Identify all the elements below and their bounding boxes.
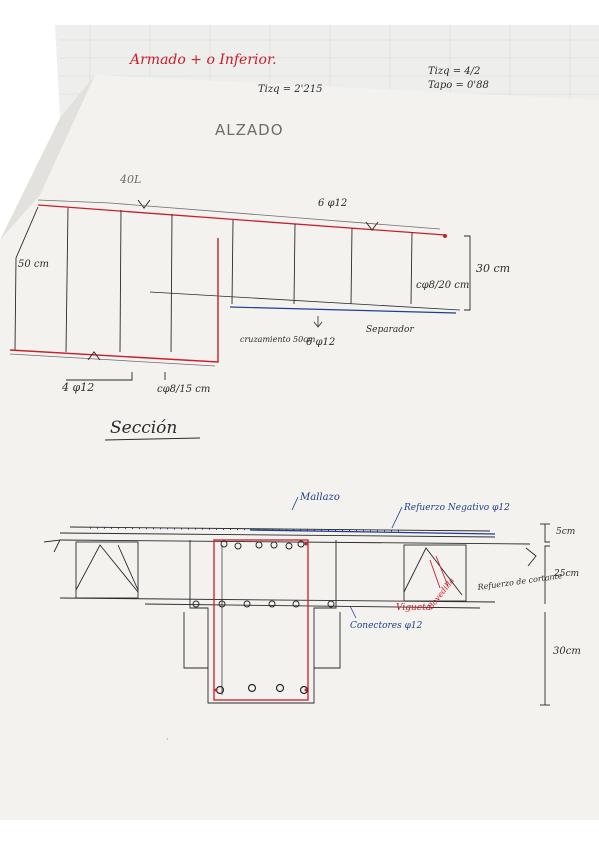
section-title: Sección (110, 418, 177, 438)
conectores-arrow (349, 605, 357, 619)
elevation-label-4phi12: 4 φ12 (61, 381, 94, 394)
negative-rebar-blue (249, 529, 496, 535)
rebar-red-dots (214, 542, 308, 692)
beam-outline (183, 540, 341, 704)
section-title-underline (104, 437, 201, 441)
section-label-refuerzo-negativo: Refuerzo Negativo φ12 (403, 503, 510, 513)
elevation-label-stirrups-right: cφ8/20 cm (416, 280, 469, 291)
break-mark-left (43, 539, 61, 553)
bottom-bar-blue (229, 306, 457, 314)
top-rebar-circles (220, 540, 305, 550)
section-dimension-line (525, 523, 550, 706)
sheet-fold-shadow (0, 75, 95, 240)
elevation-label-6phi12-top: 6 φ12 (318, 198, 347, 209)
bovedilla-right (403, 544, 467, 602)
top-bar-end (443, 234, 447, 238)
bovedilla-left (75, 541, 139, 599)
connector-circles (192, 600, 335, 608)
stirrup-lines (65, 207, 413, 353)
bovedilla-hatch-red (429, 555, 449, 589)
header-title: Armado + o Inferior. (128, 52, 277, 68)
slab-top-lines (59, 526, 496, 538)
left-end-hook (14, 206, 39, 351)
mallazo-arrow (291, 496, 299, 511)
pencil-mark: · (166, 735, 169, 744)
elevation-label-stirrups-left: cφ8/15 cm (157, 384, 210, 395)
separador-arrow (313, 316, 323, 328)
refuerzo-arrow (391, 506, 403, 529)
section-label-mallazo: Mallazo (299, 492, 340, 503)
header-note-1: Tizq = 2'215 (258, 84, 322, 95)
top-reinforcement-pencil (37, 199, 441, 230)
elevation-title: ALZADO (215, 121, 284, 139)
elevation-label-50: 50 cm (18, 259, 49, 270)
main-sheet (0, 75, 599, 820)
dimension-bracket-right (464, 235, 471, 311)
section-label-vigueta: Vigueta (396, 603, 431, 613)
v-marker-right (365, 221, 379, 231)
elevation-label-30: 30 cm (476, 262, 510, 275)
elevation-label-6phi12-bottom: 6 φ12 (306, 337, 335, 348)
section-label-30cm: 30cm (553, 646, 581, 657)
elevation-label-corte: cruzamiento 50cm (240, 335, 316, 344)
bottom-reinforcement-bar (9, 238, 219, 363)
v-marker-left (137, 199, 151, 209)
elevation-label-40: 40L (119, 173, 141, 186)
section-label-conectores: Conectores φ12 (350, 621, 423, 631)
header-note-3: Tapo = 0'88 (428, 80, 489, 91)
top-reinforcement-bar (37, 204, 446, 236)
bottom-bar-pencil (149, 291, 461, 311)
support-marker (87, 351, 101, 361)
section-label-25cm: 25cm (553, 569, 579, 579)
header-note-2: Tizq = 4/2 (428, 66, 480, 77)
section-label-5cm: 5cm (556, 527, 575, 537)
dimension-lines-bottom (66, 372, 166, 381)
bottom-pencil-line (9, 353, 216, 367)
elevation-label-separador: Separador (366, 325, 414, 335)
beam-stirrup-red (213, 539, 309, 701)
